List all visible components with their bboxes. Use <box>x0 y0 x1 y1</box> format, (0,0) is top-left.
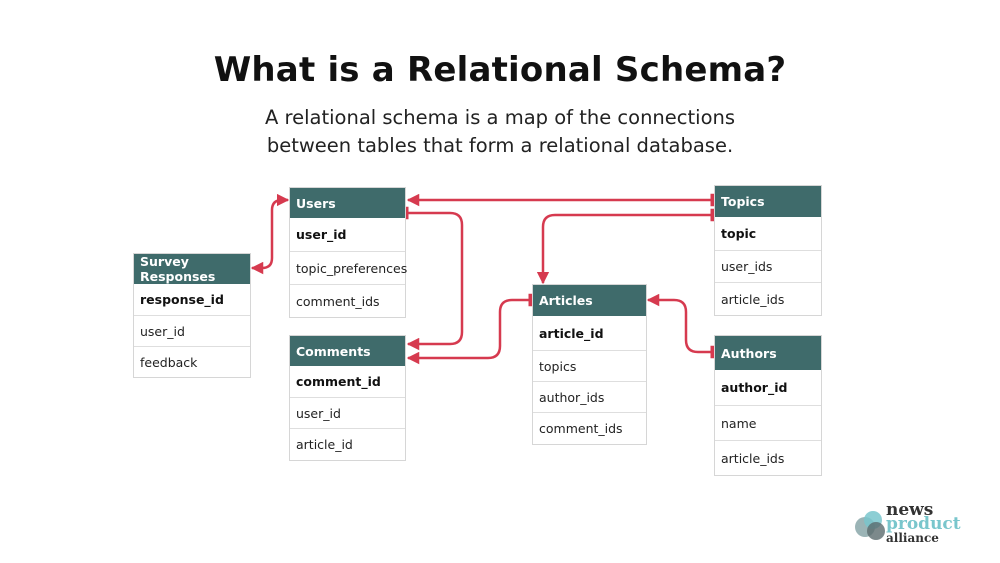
subtitle-line-2: between tables that form a relational da… <box>266 134 734 157</box>
subtitle-line-1: A relational schema is a map of the conn… <box>264 106 736 129</box>
primary-key-field: author_id <box>721 380 788 395</box>
table-users: Users user_id topic_preferences comment_… <box>289 187 407 318</box>
table-topics: Topics topic user_ids article_ids <box>714 185 822 316</box>
logo-word-product: product <box>886 514 961 534</box>
table-field: author_ids <box>533 381 646 412</box>
link-topics-articles <box>536 208 716 285</box>
table-header: Users <box>290 188 405 218</box>
link-survey-users <box>250 193 290 275</box>
table-field: topic_preferences <box>290 251 407 284</box>
table-field: name <box>715 405 821 440</box>
logo-circles-icon <box>855 511 885 540</box>
primary-key-field: comment_id <box>296 374 381 389</box>
table-articles: Articles article_id topics author_ids co… <box>532 284 647 445</box>
logo-word-news: news <box>886 500 934 520</box>
logo-word-alliance: alliance <box>886 531 939 545</box>
table-authors: Authors author_id name article_ids <box>714 335 822 476</box>
table-field: feedback <box>134 346 250 377</box>
table-field: comment_ids <box>533 412 646 444</box>
primary-key-field: article_id <box>539 325 604 341</box>
page-subtitle: A relational schema is a map of the conn… <box>0 104 1000 160</box>
table-header: Authors <box>715 336 821 370</box>
table-header: Survey Responses <box>134 254 250 284</box>
table-survey-responses: Survey Responses response_id user_id fee… <box>133 253 251 378</box>
table-comments: Comments comment_id user_id article_id <box>289 335 406 461</box>
news-product-alliance-logo: news product alliance <box>852 502 982 546</box>
link-articles-authors <box>646 293 716 359</box>
primary-key-field: response_id <box>140 292 224 307</box>
table-field: user_id <box>290 397 405 428</box>
page-title: What is a Relational Schema? <box>213 50 787 90</box>
table-field: user_id <box>134 315 250 346</box>
link-users-comments <box>403 206 464 351</box>
table-header: Articles <box>533 285 646 316</box>
primary-key-field: topic <box>721 226 757 241</box>
table-field: article_ids <box>715 282 821 315</box>
table-field: comment_ids <box>290 284 405 317</box>
table-field: article_id <box>290 428 405 460</box>
table-field: topics <box>533 350 646 381</box>
primary-key-field: user_id <box>296 227 347 242</box>
table-header: Topics <box>715 186 821 217</box>
table-header: Comments <box>290 336 405 366</box>
table-field: user_ids <box>715 250 821 282</box>
link-articles-comments <box>406 293 534 365</box>
table-field: article_ids <box>715 440 821 475</box>
